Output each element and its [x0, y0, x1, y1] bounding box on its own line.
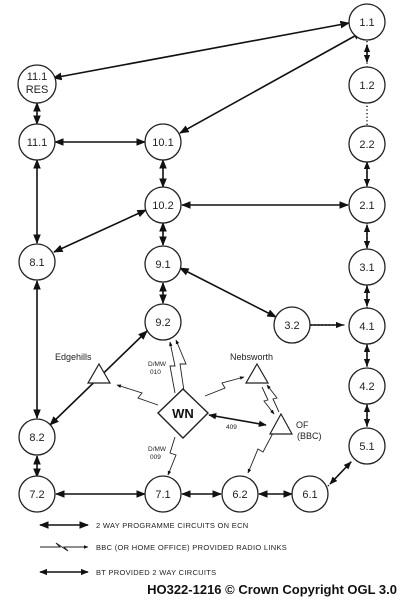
radio-links: [116, 339, 280, 476]
node-label: 10.1: [152, 137, 173, 149]
node-label-bottom: RES: [26, 84, 49, 96]
legend-programme-text: 2 WAY PROGRAMME CIRCUITS ON ECN: [96, 521, 249, 530]
radio-of-to-6-2: [247, 432, 274, 474]
node-11-1[interactable]: 11.1: [18, 123, 56, 161]
node-label: 2.2: [359, 139, 374, 151]
dmw-010-label-bottom: 010: [150, 369, 161, 376]
link-labels: D/MW 010 D/MW 009 409: [148, 361, 237, 461]
nebsworth-triangle[interactable]: [244, 362, 270, 384]
node-2-1[interactable]: 2.1: [348, 186, 386, 224]
link-8-1-to-10-2: [53, 209, 147, 253]
node-11-1-res[interactable]: 11.1 RES: [17, 64, 57, 104]
node-8-1[interactable]: 8.1: [18, 243, 56, 281]
of-label-bottom: (BBC): [297, 431, 322, 441]
radio-wn-to-9-2-right: [175, 339, 187, 392]
node-3-2[interactable]: 3.2: [273, 306, 311, 344]
of-triangle[interactable]: [268, 412, 294, 435]
node-10-1[interactable]: 10.1: [144, 123, 182, 161]
node-label: 6.2: [232, 489, 247, 501]
link-wn-to-of: [208, 413, 267, 427]
node-label-top: 11.1: [27, 71, 48, 83]
node-label: 1.1: [359, 17, 374, 29]
radio-nebsworth-to-of: [261, 386, 275, 415]
dmw-009-label-bottom: 009: [150, 454, 161, 461]
node-label: 7.1: [155, 489, 170, 501]
legend-radio-text: BBC (OR HOME OFFICE) PROVIDED RADIO LINK…: [96, 543, 287, 552]
link-9-1-to-3-2: [179, 267, 277, 318]
nodes: 1.1 1.2 2.2 2.1 3.1 4.1 4.2 5.1: [17, 3, 386, 513]
node-label: 8.2: [29, 432, 44, 444]
node-6-1[interactable]: 6.1: [291, 475, 329, 513]
node-label: 3.1: [359, 262, 374, 274]
node-wn[interactable]: WN: [156, 388, 210, 439]
node-label: 2.1: [359, 200, 374, 212]
copyright-credit: HO322-1216 © Crown Copyright OGL 3.0: [147, 582, 397, 597]
dmw-009-label-top: D/MW: [148, 446, 167, 453]
radio-wn-to-7-1: [167, 436, 177, 476]
node-4-1[interactable]: 4.1: [348, 307, 386, 345]
node-label: 11.1: [27, 137, 48, 149]
sites: Edgehills Nebsworth OF (BBC): [55, 352, 322, 441]
node-9-2[interactable]: 9.2: [144, 303, 182, 341]
node-4-2[interactable]: 4.2: [348, 367, 386, 405]
link-11-1res-to-1-1: [52, 20, 350, 81]
node-7-2[interactable]: 7.2: [18, 475, 56, 513]
legend-radio-arrow: [40, 542, 89, 552]
node-label: 4.2: [359, 381, 374, 393]
node-2-2[interactable]: 2.2: [348, 125, 386, 163]
node-3-1[interactable]: 3.1: [348, 248, 386, 286]
node-8-2[interactable]: 8.2: [18, 418, 56, 456]
radio-of-to-nebsworth: [266, 384, 280, 413]
node-label: 8.1: [29, 257, 44, 269]
dmw-010-label-top: D/MW: [148, 361, 167, 368]
legend: 2 WAY PROGRAMME CIRCUITS ON ECN BBC (OR …: [39, 521, 287, 577]
node-7-1[interactable]: 7.1: [144, 475, 182, 513]
radio-wn-to-9-2-left: [169, 341, 176, 394]
node-label: 10.2: [152, 200, 173, 212]
wn-label: WN: [172, 406, 194, 421]
radio-wn-to-edgehills: [116, 384, 159, 406]
node-label: 3.2: [284, 320, 299, 332]
of-label-top: OF: [296, 420, 309, 430]
node-1-1[interactable]: 1.1: [348, 3, 386, 41]
bt-arrow-6-1-to-5-1: [329, 461, 352, 485]
node-10-2[interactable]: 10.2: [144, 186, 182, 224]
node-label: 7.2: [29, 489, 44, 501]
node-label: 4.1: [359, 321, 374, 333]
nebsworth-label: Nebsworth: [230, 352, 273, 362]
node-label: 9.1: [155, 259, 170, 271]
node-1-2[interactable]: 1.2: [348, 66, 386, 104]
radio-wn-to-nebsworth: [204, 376, 245, 397]
node-label: 9.2: [155, 317, 170, 329]
legend-bt-text: BT PROVIDED 2 WAY CIRCUITS: [96, 568, 216, 577]
node-5-1[interactable]: 5.1: [348, 427, 386, 465]
link-409-label: 409: [226, 424, 237, 431]
node-9-1[interactable]: 9.1: [144, 245, 182, 283]
node-6-2[interactable]: 6.2: [221, 475, 259, 513]
link-10-1-to-1-1: [179, 31, 363, 134]
edgehills-label: Edgehills: [55, 352, 92, 362]
node-label: 6.1: [302, 489, 317, 501]
programme-circuits: [33, 20, 363, 498]
node-label: 5.1: [359, 441, 374, 453]
node-label: 1.2: [359, 80, 374, 92]
edgehills-triangle[interactable]: [86, 362, 112, 384]
